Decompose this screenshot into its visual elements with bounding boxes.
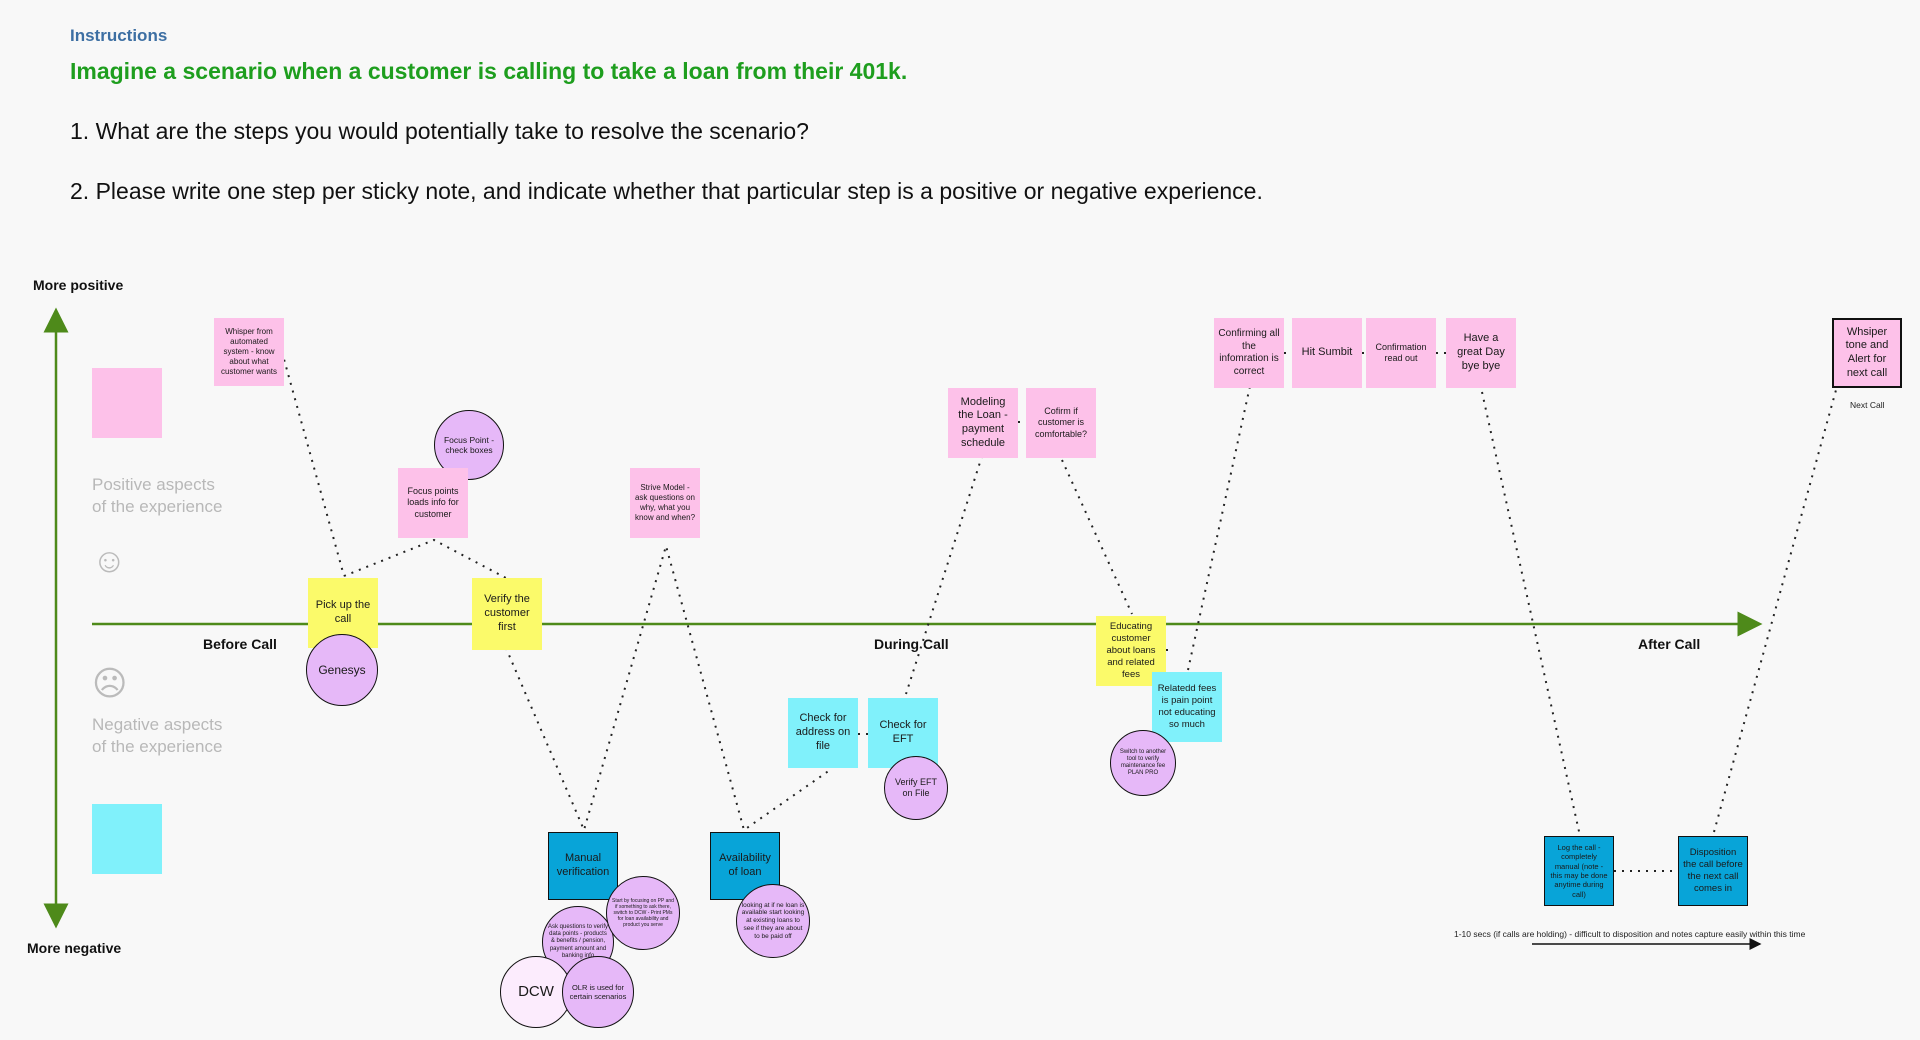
sticky-cofirm-comfortable[interactable]: Cofirm if customer is comfortable?: [1026, 388, 1096, 458]
phase-during-call: During Call: [874, 636, 949, 652]
sticky-modeling-loan[interactable]: Modeling the Loan - payment schedule: [948, 388, 1018, 458]
circle-dcw[interactable]: DCW: [500, 956, 572, 1028]
sticky-confirmation-read-out[interactable]: Confirmation read out: [1366, 318, 1436, 388]
sticky-disposition-call[interactable]: Disposition the call before the next cal…: [1678, 836, 1748, 906]
legend-negative-text: Negative aspects of the experience: [92, 715, 223, 756]
sticky-whsiper-tone[interactable]: Whsiper tone and Alert for next call: [1832, 318, 1902, 388]
sticky-manual-verification[interactable]: Manual verification: [548, 832, 618, 900]
sticky-check-eft[interactable]: Check for EFT: [868, 698, 938, 768]
sticky-confirming-info[interactable]: Confirming all the infomration is correc…: [1214, 318, 1284, 388]
next-call-label: Next Call: [1850, 400, 1885, 410]
sticky-focus-points-loads[interactable]: Focus points loads info for customer: [398, 468, 468, 538]
legend-negative-swatch: [92, 804, 162, 874]
question-2: 2. Please write one step per sticky note…: [70, 178, 1263, 204]
instructions-title: Instructions: [70, 26, 168, 45]
circle-switch-tool[interactable]: Switch to another tool to verify mainten…: [1110, 730, 1176, 796]
sticky-hit-sumbit[interactable]: Hit Sumbit: [1292, 318, 1362, 388]
question-1: 1. What are the steps you would potentia…: [70, 118, 809, 144]
sticky-strive-model[interactable]: Strive Model - ask questions on why, wha…: [630, 468, 700, 538]
sticky-check-address[interactable]: Check for address on file: [788, 698, 858, 768]
sticky-relatedd-fees[interactable]: Relatedd fees is pain point not educatin…: [1152, 672, 1222, 742]
scenario-heading: Imagine a scenario when a customer is ca…: [70, 58, 908, 84]
circle-olr[interactable]: OLR is used for certain scenarios: [562, 956, 634, 1028]
legend-positive-text: Positive aspects of the experience: [92, 475, 223, 516]
more-positive-label: More positive: [33, 277, 124, 293]
secs-note: 1-10 secs (if calls are holding) - diffi…: [1454, 929, 1806, 939]
phase-before-call: Before Call: [203, 636, 277, 652]
frowny-icon: ☹: [92, 665, 128, 703]
journey-connectors: [281, 351, 1837, 872]
phase-after-call: After Call: [1638, 636, 1701, 652]
circle-looking-at[interactable]: looking at if ne loan is available start…: [736, 884, 810, 958]
circle-verify-eft[interactable]: Verify EFT on File: [884, 756, 948, 820]
smiley-icon: ☺: [92, 542, 127, 580]
more-negative-label: More negative: [27, 940, 122, 956]
sticky-log-call[interactable]: Log the call - completely manual (note -…: [1544, 836, 1614, 906]
circle-start-focusing[interactable]: Start by focusing on PP and if something…: [606, 876, 680, 950]
sticky-have-great-day[interactable]: Have a great Day bye bye: [1446, 318, 1516, 388]
circle-genesys[interactable]: Genesys: [306, 634, 378, 706]
legend-positive-swatch: [92, 368, 162, 438]
sticky-whisper-automated[interactable]: Whisper from automated system - know abo…: [214, 318, 284, 386]
sticky-verify-customer[interactable]: Verify the customer first: [472, 578, 542, 650]
